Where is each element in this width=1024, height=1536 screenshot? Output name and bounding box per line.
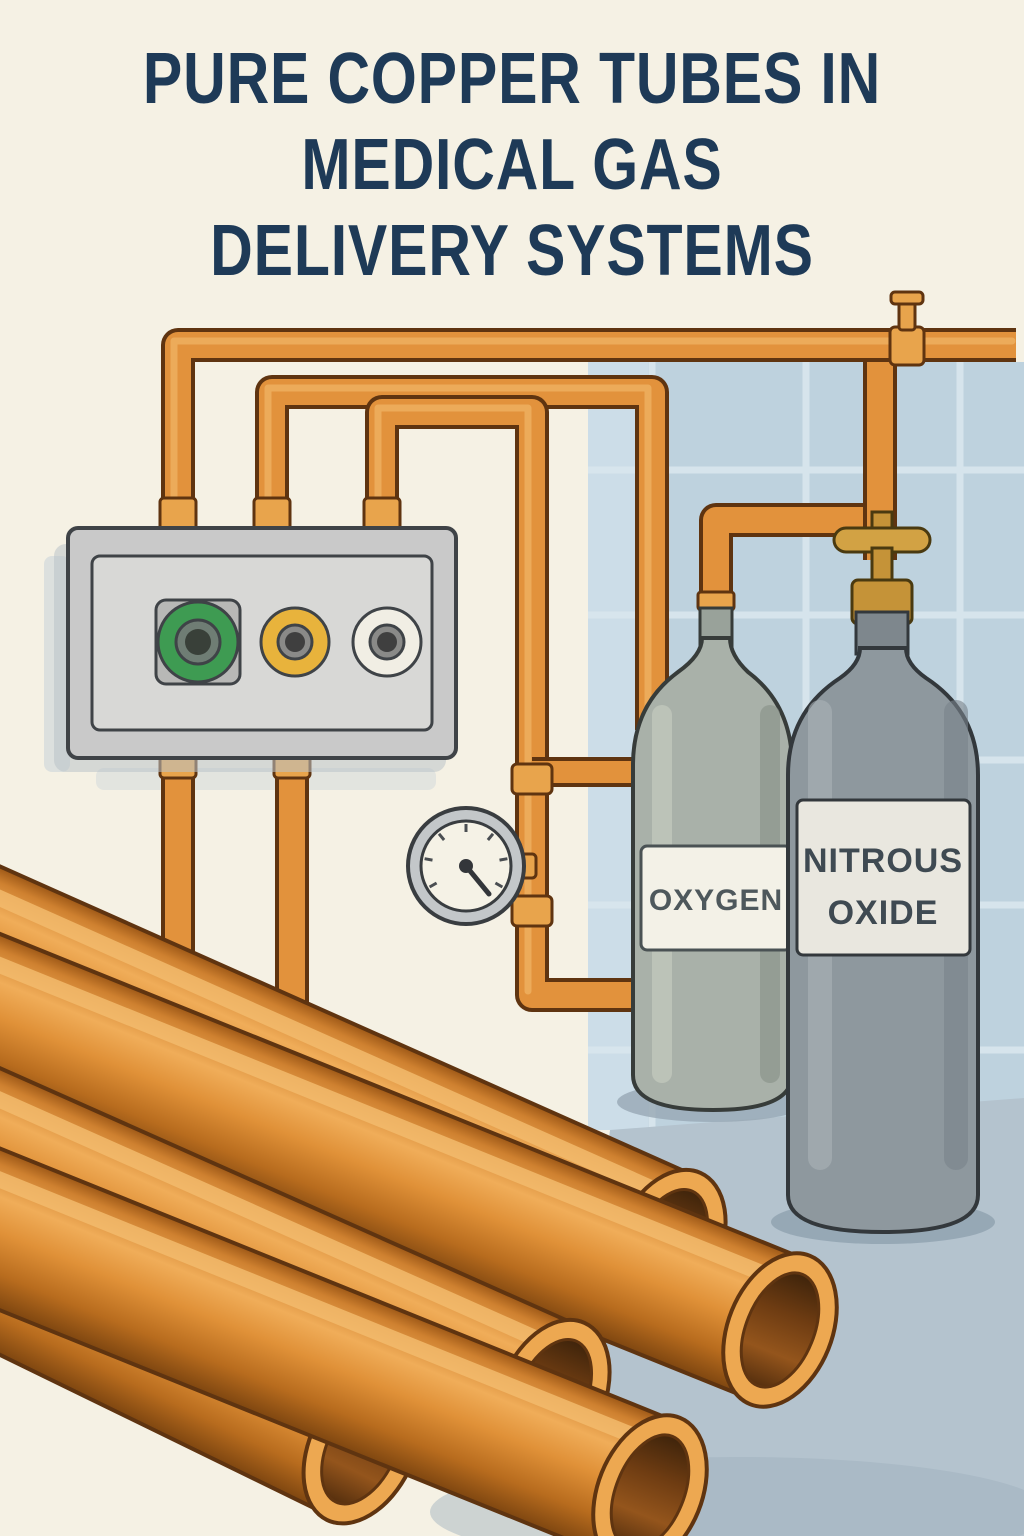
nitrous-oxide-cylinder: NITROUS OXIDE — [786, 510, 980, 1235]
copper-tube-5 — [0, 932, 709, 1536]
pipe-run-3 — [365, 395, 650, 1012]
oxygen-cylinder: OXYGEN — [631, 606, 794, 1113]
nitrous-label-line1: NITROUS — [803, 842, 963, 880]
wall-outlet-panel — [54, 526, 458, 772]
oxygen-label: OXYGEN — [649, 884, 783, 917]
tube-2-hole — [739, 1271, 821, 1389]
title-line-3: DELIVERY SYSTEMS — [210, 211, 814, 291]
copper-tube-stack — [0, 646, 839, 1536]
tube-5-hole — [609, 1433, 691, 1536]
pipes-below-panel — [161, 758, 309, 1015]
nitrous-label-band — [795, 798, 972, 957]
gauge-ticks — [424, 824, 508, 889]
pipe-run-2 — [255, 375, 669, 730]
outlet-green — [156, 600, 240, 684]
pressure-gauge — [406, 806, 526, 926]
poster-title: PURE COPPER TUBES IN MEDICAL GAS DELIVER… — [0, 36, 1024, 294]
union-stub-cap — [889, 290, 925, 306]
gauge-hub — [459, 859, 473, 873]
outlet-yellow — [259, 606, 331, 678]
title-line-1: PURE COPPER TUBES IN — [142, 39, 882, 119]
collar-fitting-upper — [510, 762, 554, 796]
nitrous-label-line2: OXIDE — [828, 894, 939, 932]
union-fitting — [888, 325, 926, 367]
title-line-2: MEDICAL GAS — [301, 125, 723, 205]
outlet-white — [351, 606, 423, 678]
collar-fitting-lower — [510, 894, 554, 928]
pipe-run-1 — [161, 328, 1016, 545]
